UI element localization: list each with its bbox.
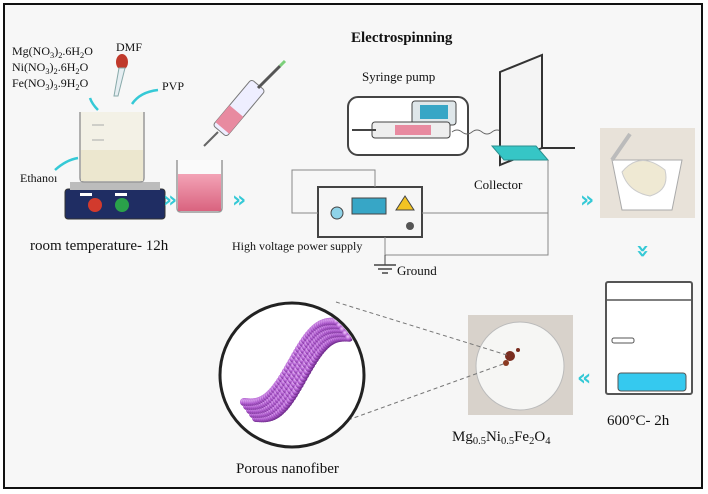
- crucible-icon: [600, 128, 695, 218]
- syringe-pump-label: Syringe pump: [362, 69, 436, 84]
- title: Electrospinning: [351, 30, 453, 46]
- hotplate-icon: [64, 182, 166, 220]
- reagent-ni: Ni(NO3)2.6H2O: [12, 60, 89, 76]
- pipette-icon: [113, 54, 128, 97]
- ethanol-label: Ethanoı: [20, 171, 58, 185]
- reagent-mg: Mg(NO3)2.6H2O: [12, 44, 93, 60]
- solution-beaker-icon: [176, 160, 223, 213]
- hv-supply-label: High voltage power supply: [232, 239, 363, 253]
- calcination-label: 600°C- 2h: [607, 413, 670, 429]
- dmf-label: DMF: [116, 40, 143, 54]
- nanofiber-icon: [240, 317, 354, 423]
- pvp-label: PVP: [162, 79, 185, 93]
- flow-arrow-1: »: [163, 188, 178, 213]
- room-temp-label: room temperature- 12h: [30, 238, 169, 254]
- collector-label: Collector: [474, 177, 523, 192]
- reagent-fe: Fe(NO3)3.9H2O: [12, 76, 89, 92]
- collector-plate-icon: [490, 53, 575, 167]
- flow-arrow-5: «: [577, 366, 592, 391]
- beaker-icon: [79, 112, 145, 183]
- ground-label: Ground: [397, 263, 437, 278]
- flow-arrow-3: »: [580, 188, 595, 213]
- pump-icon: [347, 96, 469, 156]
- product-formula: Mg0.5Ni0.5Fe2O4: [452, 429, 551, 447]
- product-crucible-icon: [468, 315, 573, 415]
- flow-arrow-4: »: [630, 243, 656, 251]
- furnace-icon: [605, 281, 693, 395]
- syringe-icon: [203, 59, 287, 147]
- power-supply-icon: [317, 186, 423, 238]
- flow-arrow-2: »: [232, 188, 247, 213]
- porous-nanofiber-label: Porous nanofiber: [236, 461, 339, 477]
